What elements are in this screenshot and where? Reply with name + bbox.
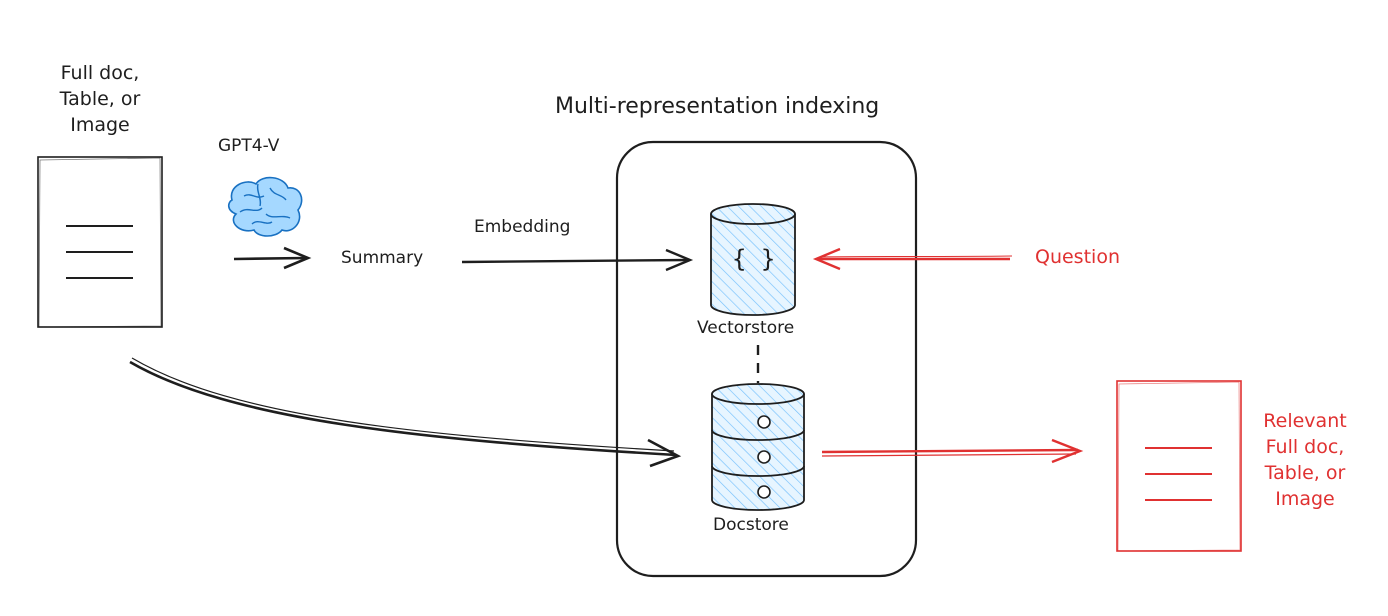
- docstore-label: Docstore: [713, 515, 789, 535]
- result-label-line: Full doc,: [1265, 436, 1345, 458]
- arrow-to-summary: [233, 246, 312, 270]
- vectorstore-label: Vectorstore: [697, 318, 795, 338]
- source-document-icon: [37, 156, 163, 328]
- brain-icon: [227, 176, 303, 237]
- source-label-line: Full doc,: [60, 62, 140, 84]
- docstore-cylinder-icon: [711, 383, 805, 511]
- result-label-line: Table, or: [1264, 462, 1346, 484]
- summary-label: Summary: [341, 248, 424, 268]
- question-label: Question: [1035, 246, 1120, 268]
- source-label-line: Table, or: [59, 88, 141, 110]
- result-label-line: Image: [1275, 488, 1335, 510]
- diagram-title: Multi-representation indexing: [555, 94, 880, 119]
- result-label: Relevant Full doc, Table, or Image: [1240, 408, 1370, 512]
- indexing-container: [615, 140, 918, 578]
- source-label: Full doc, Table, or Image: [30, 60, 170, 138]
- arrow-question: [812, 247, 1013, 271]
- arrow-to-result: [821, 438, 1084, 464]
- result-label-line: Relevant: [1263, 410, 1347, 432]
- result-document-icon: [1116, 380, 1242, 552]
- arrow-embedding: [461, 248, 694, 272]
- vectorstore-cylinder-icon: [710, 203, 796, 316]
- vectorstore-symbol: { }: [732, 245, 776, 273]
- arrow-to-docstore: [129, 357, 682, 468]
- model-label: GPT4-V: [218, 136, 280, 156]
- embedding-label: Embedding: [474, 217, 571, 237]
- source-label-line: Image: [70, 114, 130, 136]
